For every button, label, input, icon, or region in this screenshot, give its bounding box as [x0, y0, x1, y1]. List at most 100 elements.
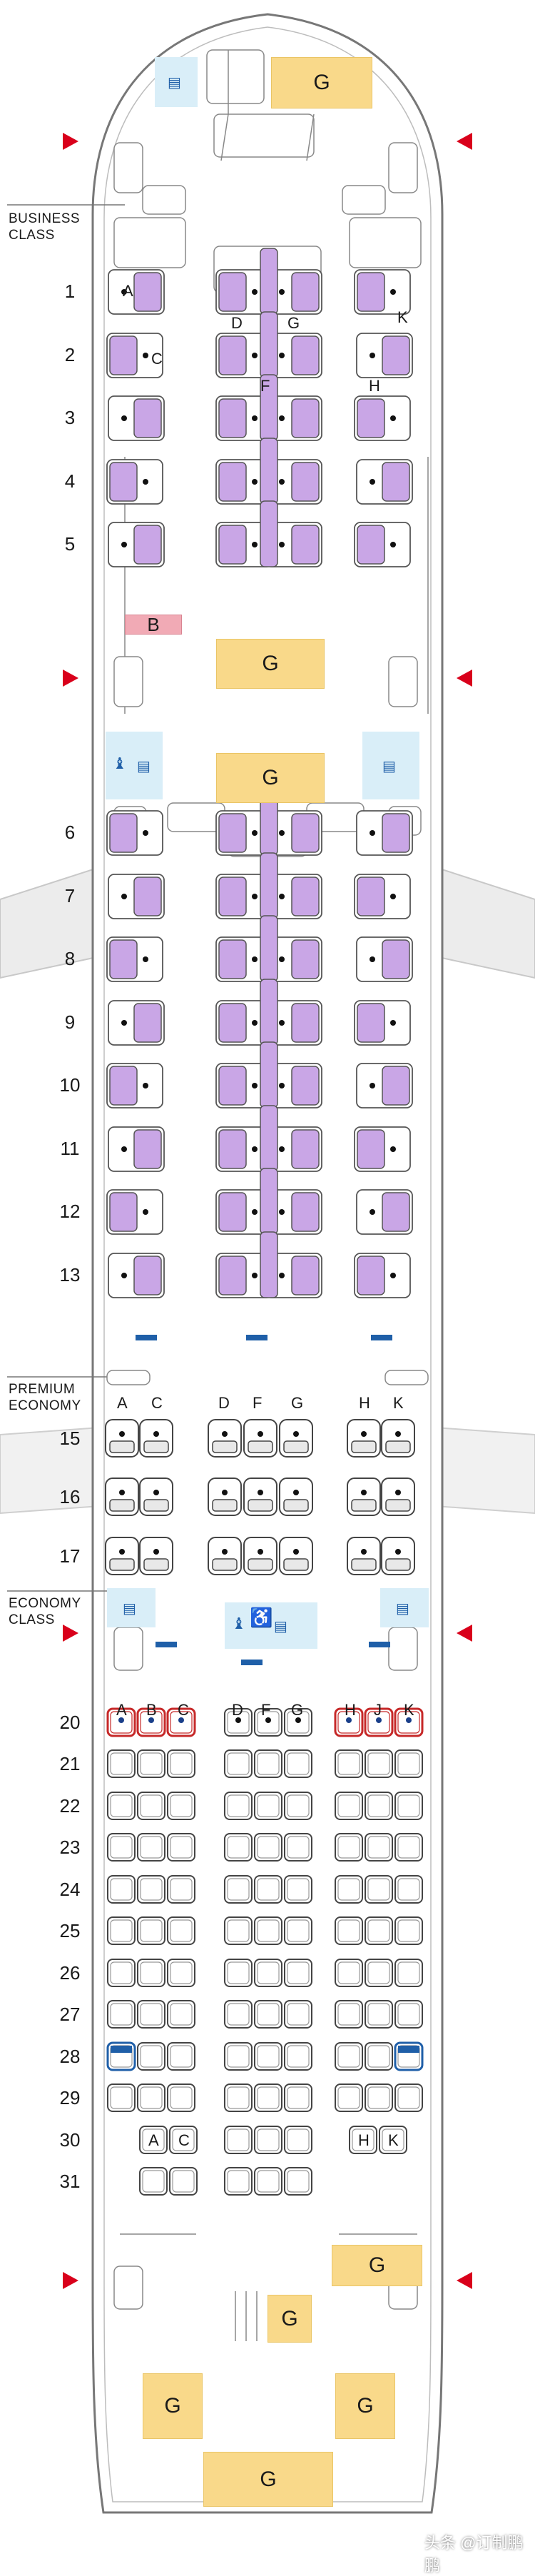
- economy-seat[interactable]: [379, 2126, 407, 2154]
- business-seat[interactable]: [215, 395, 272, 441]
- economy-seat[interactable]: [394, 1792, 423, 1820]
- economy-seat[interactable]: [107, 2083, 136, 2112]
- premium-seat[interactable]: [279, 1419, 313, 1458]
- business-seat[interactable]: [215, 269, 272, 315]
- economy-seat[interactable]: [365, 1875, 393, 1904]
- economy-seat[interactable]: [335, 1875, 363, 1904]
- business-seat[interactable]: [356, 459, 413, 505]
- economy-seat[interactable]: [137, 2042, 165, 2071]
- premium-seat[interactable]: [243, 1478, 277, 1516]
- economy-seat[interactable]: [224, 1959, 253, 1987]
- business-seat[interactable]: [265, 1189, 322, 1235]
- business-seat[interactable]: [356, 1189, 413, 1235]
- economy-seat[interactable]: [254, 2042, 282, 2071]
- economy-seat[interactable]: [335, 2083, 363, 2112]
- economy-seat[interactable]: [167, 1875, 195, 1904]
- economy-seat[interactable]: [365, 1959, 393, 1987]
- business-seat[interactable]: [265, 810, 322, 856]
- economy-seat[interactable]: [167, 1916, 195, 1945]
- economy-seat[interactable]: [137, 2083, 165, 2112]
- business-seat[interactable]: [215, 1126, 272, 1172]
- business-seat[interactable]: [108, 1126, 165, 1172]
- economy-seat[interactable]: [254, 1916, 282, 1945]
- economy-seat[interactable]: [335, 2000, 363, 2029]
- economy-seat[interactable]: [284, 2167, 312, 2196]
- premium-seat[interactable]: [105, 1419, 139, 1458]
- economy-seat[interactable]: [349, 2126, 377, 2154]
- business-seat[interactable]: [215, 522, 272, 567]
- business-seat[interactable]: [215, 333, 272, 378]
- business-seat[interactable]: [354, 1126, 411, 1172]
- premium-seat[interactable]: [208, 1537, 242, 1575]
- premium-seat[interactable]: [208, 1419, 242, 1458]
- economy-seat[interactable]: [394, 1707, 424, 1737]
- economy-seat[interactable]: [107, 1833, 136, 1862]
- economy-seat[interactable]: [137, 1833, 165, 1862]
- business-seat[interactable]: [265, 522, 322, 567]
- economy-seat[interactable]: [166, 1707, 196, 1737]
- economy-seat[interactable]: [284, 1833, 312, 1862]
- business-seat[interactable]: [215, 1000, 272, 1046]
- premium-seat[interactable]: [105, 1478, 139, 1516]
- economy-seat[interactable]: [254, 1833, 282, 1862]
- economy-seat[interactable]: [224, 2083, 253, 2112]
- business-seat[interactable]: [215, 1189, 272, 1235]
- economy-seat[interactable]: [335, 1749, 363, 1778]
- business-seat[interactable]: [356, 333, 413, 378]
- economy-seat[interactable]: [334, 1707, 364, 1737]
- economy-seat[interactable]: [167, 1833, 195, 1862]
- economy-seat[interactable]: [394, 1749, 423, 1778]
- economy-seat[interactable]: [106, 1707, 136, 1737]
- business-seat[interactable]: [265, 936, 322, 982]
- economy-seat[interactable]: [365, 2083, 393, 2112]
- premium-seat[interactable]: [243, 1537, 277, 1575]
- economy-seat[interactable]: [106, 2041, 136, 2071]
- economy-seat[interactable]: [254, 1875, 282, 1904]
- economy-seat[interactable]: [107, 1749, 136, 1778]
- business-seat[interactable]: [215, 1253, 272, 1298]
- economy-seat[interactable]: [107, 2000, 136, 2029]
- economy-seat[interactable]: [394, 1916, 423, 1945]
- premium-seat[interactable]: [139, 1537, 173, 1575]
- economy-seat[interactable]: [254, 2083, 282, 2112]
- economy-seat[interactable]: [167, 2083, 195, 2112]
- economy-seat[interactable]: [167, 1792, 195, 1820]
- premium-seat[interactable]: [347, 1419, 381, 1458]
- business-seat[interactable]: [265, 1063, 322, 1108]
- economy-seat[interactable]: [107, 1959, 136, 1987]
- economy-seat[interactable]: [167, 2000, 195, 2029]
- business-seat[interactable]: [108, 1000, 165, 1046]
- economy-seat[interactable]: [224, 2042, 253, 2071]
- business-seat[interactable]: [354, 1000, 411, 1046]
- business-seat[interactable]: [108, 874, 165, 919]
- economy-seat[interactable]: [284, 1708, 312, 1737]
- business-seat[interactable]: [106, 1189, 163, 1235]
- economy-seat[interactable]: [137, 1916, 165, 1945]
- economy-seat[interactable]: [394, 2000, 423, 2029]
- economy-seat[interactable]: [284, 1959, 312, 1987]
- economy-seat[interactable]: [284, 2042, 312, 2071]
- economy-seat[interactable]: [137, 1959, 165, 1987]
- business-seat[interactable]: [354, 269, 411, 315]
- business-seat[interactable]: [215, 1063, 272, 1108]
- economy-seat[interactable]: [284, 2083, 312, 2112]
- economy-seat[interactable]: [224, 1916, 253, 1945]
- business-seat[interactable]: [265, 874, 322, 919]
- economy-seat[interactable]: [224, 2167, 253, 2196]
- business-seat[interactable]: [215, 936, 272, 982]
- economy-seat[interactable]: [224, 2126, 253, 2154]
- business-seat[interactable]: [106, 810, 163, 856]
- economy-seat[interactable]: [224, 1708, 253, 1737]
- business-seat[interactable]: [265, 269, 322, 315]
- economy-seat[interactable]: [365, 2042, 393, 2071]
- business-seat[interactable]: [215, 459, 272, 505]
- economy-seat[interactable]: [335, 1792, 363, 1820]
- premium-seat[interactable]: [381, 1537, 415, 1575]
- economy-seat[interactable]: [254, 1959, 282, 1987]
- economy-seat[interactable]: [137, 1875, 165, 1904]
- premium-seat[interactable]: [381, 1419, 415, 1458]
- economy-seat[interactable]: [284, 1792, 312, 1820]
- business-seat[interactable]: [356, 810, 413, 856]
- business-seat[interactable]: [108, 395, 165, 441]
- business-seat[interactable]: [106, 459, 163, 505]
